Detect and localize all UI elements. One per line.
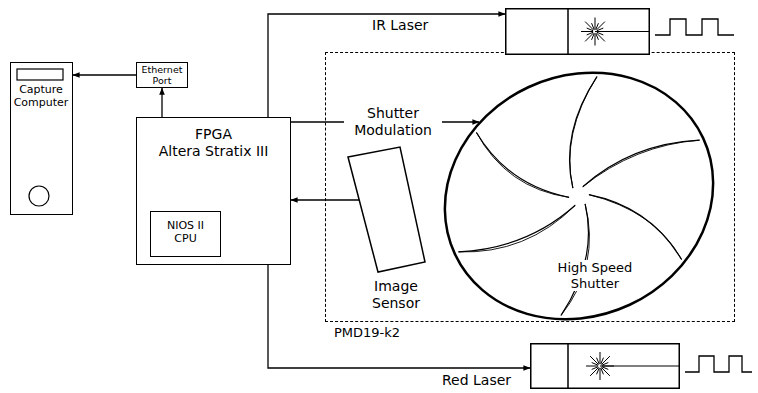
laser-burst [596,33,599,39]
computer-box: Capture Computer [10,62,73,215]
laser-burst [595,34,596,46]
text-group: PMD19-k2 [334,325,474,341]
text-group: Image Sensor [365,278,427,312]
shutter-blade [458,199,579,268]
text-group: IR Laser [372,17,492,34]
text-group: FPGAAltera Stratix III [137,126,290,160]
port-box: Ethernet Port [136,62,188,88]
shutter-blade [534,77,635,189]
text-group: Ethernet Port [137,64,187,87]
node-title: Image Sensor [365,278,427,312]
shutter-blade [534,77,635,189]
signal-connector [161,88,162,117]
node-title: FPGA [137,126,290,143]
laser-burst [596,22,604,30]
laser-burst [601,367,609,375]
signal-connector [73,74,136,75]
laser-box: IR Laser [505,8,650,55]
power-button [29,186,49,206]
node-title: IR Laser [372,17,492,34]
fpga-box: FPGAAltera Stratix III NIOS II CPU [136,117,291,265]
laser-burst [596,33,604,41]
laser-housing [531,344,680,389]
shutter-blade [580,128,700,193]
laser-burst [602,363,608,366]
sensor-plate [348,147,425,272]
laser-burst [590,356,598,364]
image-sensor: Image Sensor [345,145,430,315]
shutter-blade [476,109,569,222]
laser-burst [581,31,593,32]
laser-burst [601,356,609,364]
laser-divider [567,343,569,389]
node-title: NIOS II CPU [161,219,210,245]
laser-burst [600,368,601,380]
laser-burst [602,366,614,367]
laser-box: Red Laser [530,343,680,389]
shutter-disc [404,29,754,362]
laser-burst [600,352,601,364]
cpu-box: NIOS II CPU [150,211,221,257]
laser-burst [597,31,609,32]
laser-beam [595,31,650,32]
laser-burst [595,18,596,30]
module-region: PMD19-k2Image SensorHigh Speed Shutter [325,52,735,322]
shutter-blade [476,109,569,222]
laser-burst [586,366,598,367]
laser-divider [567,8,569,55]
shutter-blade [458,199,578,266]
text-group: NIOS II CPU [161,219,210,245]
laser-beam [600,366,680,367]
laser-housing [506,9,650,55]
text-group: Red Laser [442,372,528,389]
laser-burst [585,33,593,41]
connector-label: Shutter Modulation [344,105,442,139]
laser-burst [587,32,593,35]
node-title: Capture Computer [11,83,71,109]
laser-burst [601,368,604,374]
node-title: High Speed Shutter [550,260,640,291]
laser-burst [592,23,595,29]
signal-connector [268,14,505,117]
laser-box-outline [530,343,680,389]
shutter-blade [579,127,699,194]
laser-burst [592,367,598,370]
node-subtitle: Altera Stratix III [137,143,290,160]
shutter-wheel: High Speed Shutter [440,72,718,320]
laser-burst [590,367,598,375]
pulse-waveform [655,19,734,35]
text-group: High Speed Shutter [550,260,640,291]
pulse-waveform [685,356,752,372]
laser-box-outline [505,8,650,55]
text-group: Capture Computer [11,83,71,109]
screen-slot [17,69,63,80]
laser-burst [597,28,603,31]
node-title: Ethernet Port [137,64,187,87]
node-title: PMD19-k2 [334,325,474,341]
node-title: Red Laser [442,372,528,389]
laser-burst [597,358,600,364]
laser-burst [585,22,593,30]
